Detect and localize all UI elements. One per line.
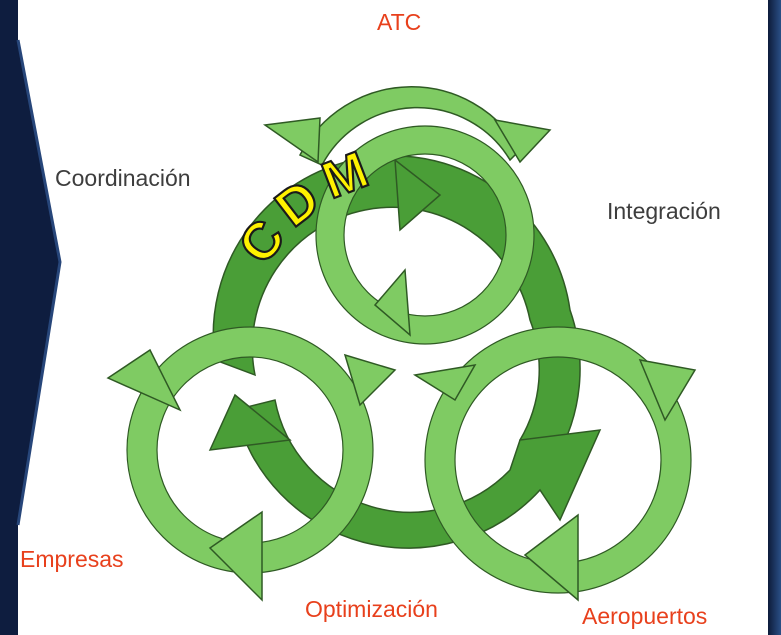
ring-atc [262, 86, 552, 345]
label-aeropuertos: Aeropuertos [582, 603, 708, 629]
right-dark-panel [768, 0, 781, 635]
atc-arrowhead-right [493, 118, 552, 164]
empresas-arrowhead-top [106, 348, 182, 412]
empresas-arrowhead-right [343, 353, 397, 407]
atc-arrowhead-bottom [373, 268, 411, 337]
aeropuertos-arrowhead-right [638, 359, 697, 422]
left-chevron-frame [0, 0, 60, 635]
ring-aeropuertos [412, 326, 697, 602]
label-coordinacion: Coordinación [55, 165, 191, 191]
label-atc: ATC [377, 9, 422, 35]
atc-arrowhead-left [262, 117, 321, 164]
label-integracion: Integración [607, 198, 721, 224]
aeropuertos-arrowhead-bottom [523, 513, 579, 602]
aeropuertos-arrowhead-left [412, 364, 477, 402]
left-chevron-edge [16, 39, 62, 526]
label-optimizacion: Optimización [305, 596, 438, 622]
empresas-arrowhead-bottom [208, 510, 263, 602]
label-empresas: Empresas [20, 546, 124, 572]
ring-empresas [106, 326, 397, 602]
